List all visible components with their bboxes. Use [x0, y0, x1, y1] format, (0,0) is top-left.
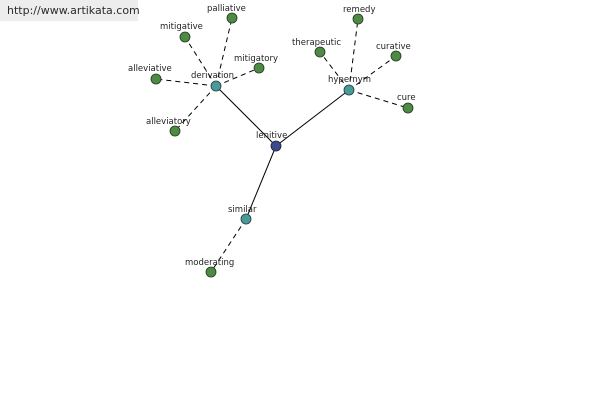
- label-cure: cure: [397, 93, 416, 103]
- node-remedy[interactable]: [352, 13, 364, 25]
- label-hypernym: hypernym: [328, 75, 371, 85]
- label-similar: similar: [228, 205, 257, 215]
- label-lenitive: lenitive: [256, 131, 287, 141]
- label-mitigatory: mitigatory: [234, 54, 278, 64]
- similar-edges: [210, 218, 247, 273]
- node-derivation[interactable]: [210, 80, 222, 92]
- node-palliative[interactable]: [226, 12, 238, 24]
- edge-center-derivation: [215, 85, 277, 147]
- label-moderating: moderating: [185, 258, 234, 268]
- derivation-edges: [155, 17, 260, 132]
- edge-center-hypernym: [275, 89, 350, 147]
- watermark-url[interactable]: http://www.artikata.com: [0, 0, 140, 21]
- node-mitigatory[interactable]: [253, 62, 265, 74]
- label-alleviative: alleviative: [128, 64, 172, 74]
- label-palliative: palliative: [207, 4, 246, 14]
- label-remedy: remedy: [343, 5, 375, 15]
- node-moderating[interactable]: [205, 266, 217, 278]
- node-curative[interactable]: [390, 50, 402, 62]
- node-similar[interactable]: [240, 213, 252, 225]
- node-alleviative[interactable]: [150, 73, 162, 85]
- node-mitigative[interactable]: [179, 31, 191, 43]
- label-curative: curative: [376, 42, 411, 52]
- label-derivation: derivation: [191, 71, 234, 81]
- node-alleviatory[interactable]: [169, 125, 181, 137]
- label-mitigative: mitigative: [160, 22, 203, 32]
- node-hypernym[interactable]: [343, 84, 355, 96]
- label-alleviatory: alleviatory: [146, 117, 191, 127]
- node-cure[interactable]: [402, 102, 414, 114]
- hypernym-edges: [319, 18, 409, 109]
- label-therapeutic: therapeutic: [292, 38, 341, 48]
- node-lenitive[interactable]: [270, 140, 282, 152]
- node-therapeutic[interactable]: [314, 46, 326, 58]
- edge-center-similar: [245, 145, 277, 220]
